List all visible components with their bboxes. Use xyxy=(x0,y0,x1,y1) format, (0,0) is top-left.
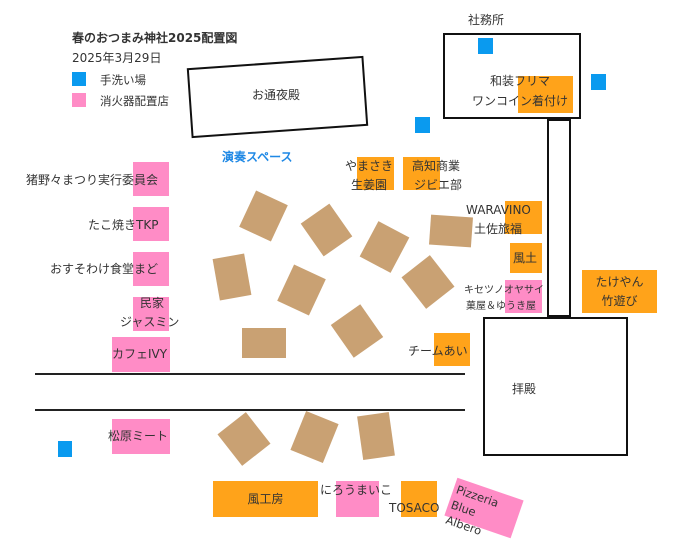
stall-minka-label-1: 民家 xyxy=(140,296,165,310)
handwash-shamusho xyxy=(478,38,493,54)
shamusho-label: 社務所 xyxy=(468,13,505,27)
stall-takeyan-label-1: たけやん xyxy=(595,275,644,289)
stall-fudo[interactable] xyxy=(510,243,542,273)
haiden-building xyxy=(483,317,628,456)
stall-nirou[interactable] xyxy=(336,481,379,517)
stall-pizzeria[interactable]: Pizzeria Blue Albero xyxy=(444,477,524,539)
stall-cafe-label: カフェIVY xyxy=(112,347,168,361)
bench-9 xyxy=(330,304,384,358)
stall-yamasaki[interactable] xyxy=(357,157,394,190)
bench-3 xyxy=(359,221,410,273)
stall-fukobo-label: 風工房 xyxy=(247,492,284,506)
road-line-top xyxy=(35,373,465,375)
stall-kochi-label-1: 高知商業 xyxy=(412,159,461,173)
bench-8 xyxy=(242,328,286,358)
stage-label: 演奏スペース xyxy=(222,150,293,164)
stall-matsubara[interactable] xyxy=(112,419,170,454)
bench-12 xyxy=(357,411,395,461)
legend-handwash-label: 手洗い場 xyxy=(100,73,146,87)
bench-11 xyxy=(290,410,339,464)
legend-handwash-swatch xyxy=(72,72,86,86)
road-line-bottom xyxy=(35,409,465,411)
stall-wafuku[interactable] xyxy=(518,76,573,113)
stall-fudo-label: 風土 xyxy=(513,251,538,265)
stall-team[interactable] xyxy=(434,333,470,366)
handwash-east xyxy=(591,74,606,90)
stall-takoyaki-label: たこ焼きTKP xyxy=(88,218,159,232)
stall-yamasaki-label-1: やまさき xyxy=(344,159,393,173)
stall-inono[interactable] xyxy=(133,162,169,196)
haiden-label: 拝殿 xyxy=(512,382,537,396)
stall-inono-label: 猪野々まつり実行委員会 xyxy=(26,173,159,187)
stall-tosaco[interactable] xyxy=(401,481,437,517)
corridor xyxy=(547,119,571,317)
map-date: 2025年3月29日 xyxy=(72,51,162,65)
handwash-west xyxy=(58,441,72,457)
stall-osusowake-label: おすそわけ食堂まど xyxy=(50,262,159,276)
stall-wafuku-label-1: 和装フリマ xyxy=(490,74,551,88)
stall-waravino-label-1: WARAVINO xyxy=(466,203,531,217)
stall-osusowake[interactable] xyxy=(133,252,169,286)
stall-kochi[interactable] xyxy=(403,157,440,190)
bench-4 xyxy=(429,214,473,248)
map-title: 春のおつまみ神社2025配置図 xyxy=(72,31,238,45)
stall-matsubara-label: 松原ミート xyxy=(108,429,169,443)
stall-fukobo[interactable] xyxy=(213,481,318,517)
bench-7 xyxy=(401,255,455,309)
stall-kisetsu-label-2: 菓屋＆ゆうき屋 xyxy=(466,301,536,312)
stall-wafuku-label-2: ワンコイン着付け xyxy=(472,94,569,108)
handwash-center xyxy=(415,117,430,133)
legend-extinguisher-label: 消火器配置店 xyxy=(100,94,169,108)
bench-5 xyxy=(212,253,252,301)
stall-kisetsu[interactable] xyxy=(505,280,542,313)
stall-nirou-label: にろうまいこ xyxy=(320,483,393,497)
otsuya-label: お通夜殿 xyxy=(252,88,301,102)
stall-waravino[interactable] xyxy=(505,201,542,234)
stall-takeyan[interactable] xyxy=(582,270,657,313)
stall-yamasaki-label-2: 生姜園 xyxy=(350,178,387,192)
stall-kochi-label-2: ジビエ部 xyxy=(414,178,463,192)
stall-minka[interactable] xyxy=(133,297,169,331)
stall-takoyaki[interactable] xyxy=(133,207,169,241)
stall-takeyan-label-2: 竹遊び xyxy=(601,294,638,308)
stall-pizzeria-label: Pizzeria Blue Albero xyxy=(443,482,501,538)
bench-10 xyxy=(217,412,271,466)
stall-kisetsu-label-1: キセツノオヤサイ xyxy=(464,285,544,296)
stall-minka-label-2: ジャスミン xyxy=(120,315,180,329)
bench-6 xyxy=(277,264,326,316)
stall-tosaco-label: TOSACO xyxy=(389,501,440,515)
bench-2 xyxy=(300,203,353,257)
stall-team-label: チームあい xyxy=(408,344,468,358)
stall-waravino-label-2: 土佐旅福 xyxy=(474,222,523,236)
legend-extinguisher-swatch xyxy=(72,93,86,107)
bench-1 xyxy=(239,190,288,242)
stall-cafe[interactable] xyxy=(112,337,170,372)
